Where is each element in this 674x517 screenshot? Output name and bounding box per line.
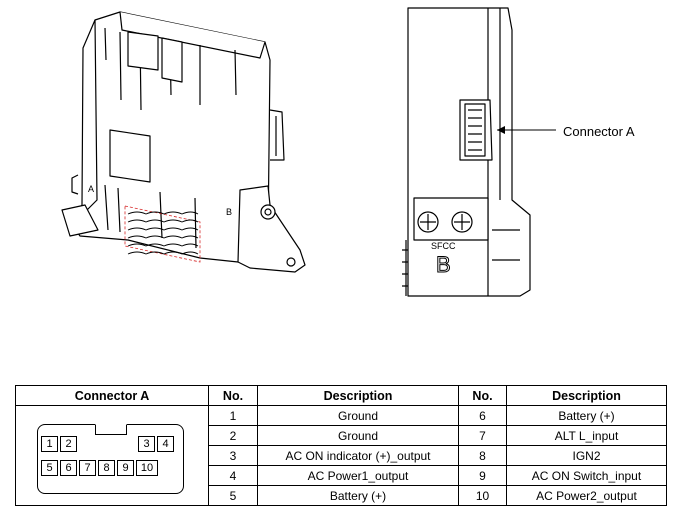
pin-3: 3 xyxy=(138,436,155,452)
pin-number: 3 xyxy=(208,445,258,466)
pin-2: 2 xyxy=(60,436,77,452)
pin-number: 9 xyxy=(458,465,507,486)
header-no-right: No. xyxy=(458,385,507,406)
pin-6: 6 xyxy=(60,460,77,476)
connector-a-callout: Connector A xyxy=(563,124,635,139)
pin-description: Battery (+) xyxy=(257,485,459,506)
pin-number: 1 xyxy=(208,405,258,426)
connector-key-notch xyxy=(95,424,127,435)
header-connector: Connector A xyxy=(15,385,209,406)
hatched-panel xyxy=(124,205,201,263)
pin-description: AC Power2_output xyxy=(506,485,667,506)
table-row: 1 2 3 4 5 6 7 8 9 10 1 Ground 6 Battery … xyxy=(15,405,667,506)
pin-description: AC ON Switch_input xyxy=(506,465,667,486)
pin-number: 5 xyxy=(208,485,258,506)
pin-8: 8 xyxy=(98,460,115,476)
pin-description: AC ON indicator (+)_output xyxy=(257,445,459,466)
module-iso-view xyxy=(61,11,306,273)
callout-leader xyxy=(497,126,556,134)
table-row: 3 AC ON indicator (+)_output 8 IGN2 xyxy=(16,445,667,466)
pin-description: Ground xyxy=(257,425,459,446)
pin-9: 9 xyxy=(117,460,134,476)
pin-number: 2 xyxy=(208,425,258,446)
pin-description: IGN2 xyxy=(506,445,667,466)
pin-description: Ground xyxy=(257,405,459,426)
pin-description: ALT L_input xyxy=(506,425,667,446)
connector-a-face: 1 2 3 4 5 6 7 8 9 10 xyxy=(37,424,184,494)
pin-5: 5 xyxy=(41,460,58,476)
header-no-left: No. xyxy=(208,385,258,406)
iso-mark-b: B xyxy=(226,207,232,217)
pin-number: 6 xyxy=(458,405,507,426)
module-drawings: A B SFCC B xyxy=(61,7,556,297)
table-row: 5 Battery (+) 10 AC Power2_output xyxy=(16,485,667,506)
pin-description: AC Power1_output xyxy=(257,465,459,486)
header-description-right: Description xyxy=(506,385,667,406)
connector-face-cell: 1 2 3 4 5 6 7 8 9 10 xyxy=(15,405,209,506)
pin-1: 1 xyxy=(41,436,58,452)
pin-description: Battery (+) xyxy=(506,405,667,426)
table-row: 4 AC Power1_output 9 AC ON Switch_input xyxy=(16,465,667,486)
pin-7: 7 xyxy=(79,460,96,476)
pin-number: 4 xyxy=(208,465,258,486)
pin-4: 4 xyxy=(157,436,174,452)
table-header-row: Connector A No. Description No. Descript… xyxy=(15,385,667,406)
iso-mark-a: A xyxy=(88,184,94,194)
pin-10: 10 xyxy=(136,460,158,476)
header-description-left: Description xyxy=(257,385,459,406)
side-stamp: SFCC xyxy=(431,241,456,251)
side-mark-b: B xyxy=(436,252,451,277)
pin-number: 8 xyxy=(458,445,507,466)
module-side-view xyxy=(402,7,531,297)
pin-number: 7 xyxy=(458,425,507,446)
pin-table: Connector A No. Description No. Descript… xyxy=(15,385,667,506)
pin-number: 10 xyxy=(458,485,507,506)
